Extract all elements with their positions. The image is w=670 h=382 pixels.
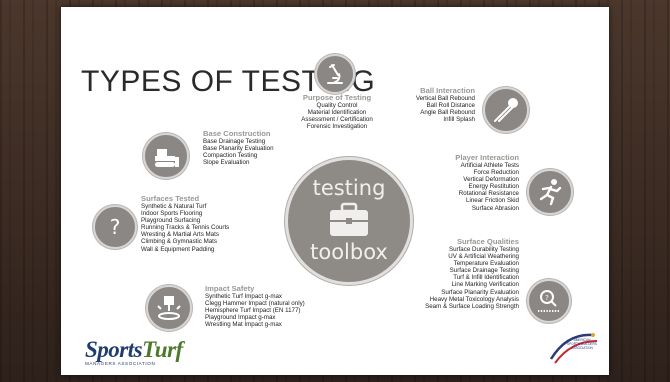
purpose-heading: Purpose of Testing xyxy=(302,93,372,102)
ball-item: Vertical Ball Rebound xyxy=(415,95,475,102)
impact-item: Hemisphere Turf Impact (EN 1177) xyxy=(205,307,301,315)
qualities-item: Heavy Metal Toxicology Analysis xyxy=(429,295,519,303)
toolbox-icon xyxy=(330,202,368,236)
baseball-bat-icon xyxy=(483,87,529,133)
logo-subtitle: MANAGERS ASSOCIATION xyxy=(85,361,156,366)
impact-item: Synthetic Turf Impact g-max xyxy=(205,293,283,300)
slide: TYPES OF TESTING ? ? xyxy=(61,7,609,375)
impact-item: Playground Impact g-max xyxy=(205,314,276,322)
logo-word-turf: Turf xyxy=(142,337,183,362)
surfaces-tested-section: Surfaces Tested Synthetic & Natural Turf… xyxy=(141,194,229,253)
player-item: Force Reduction xyxy=(473,169,519,177)
qualities-item: Turf & Infill Identification xyxy=(453,274,519,282)
player-item: Artificial Athlete Tests xyxy=(460,162,519,169)
surfaces-heading: Surfaces Tested xyxy=(141,194,200,203)
player-item: Vertical Deformation xyxy=(463,176,519,184)
base-construction-section: Base Construction Base Drainage Testing … xyxy=(203,129,274,166)
qualities-item: Surface Durability Testing xyxy=(448,246,519,253)
surfaces-item: Wall & Equipment Padding xyxy=(141,245,215,253)
runner-icon xyxy=(527,169,573,215)
player-item: Surface Abrasion xyxy=(471,204,519,212)
qualities-item: Seam & Surface Loading Strength xyxy=(425,302,519,310)
qualities-item: Surface Drainage Testing xyxy=(449,267,519,275)
ball-item: Angle Ball Rebound xyxy=(420,109,475,117)
ball-item: Ball Roll Distance xyxy=(426,102,476,110)
asba-logo: AMERICAN SPORTS BUILDERS ASSOCIATION xyxy=(547,329,603,371)
surfaces-item: Running Tracks & Tennis Courts xyxy=(141,224,230,232)
qualities-heading: Surface Qualities xyxy=(456,237,519,246)
purpose-of-testing-section: Purpose of Testing Quality Control Mater… xyxy=(291,93,383,130)
surface-qualities-section: Surface Qualities Surface Durability Tes… xyxy=(401,237,519,310)
question-mark-icon: ? xyxy=(93,205,137,249)
svg-text:?: ? xyxy=(545,294,549,302)
impact-hammer-icon xyxy=(146,285,192,331)
surfaces-item: Synthetic & Natural Turf xyxy=(141,203,207,210)
hub-top-word: testing xyxy=(312,176,386,200)
player-item: Rotational Resistance xyxy=(458,190,519,198)
base-heading: Base Construction xyxy=(203,129,271,138)
impact-item: Wrestling Mat Impact g-max xyxy=(205,321,282,329)
ball-item: Infill Splash xyxy=(443,116,475,124)
impact-safety-section: Impact Safety Synthetic Turf Impact g-ma… xyxy=(205,284,305,328)
qualities-item: Line Marking Verification xyxy=(451,281,519,289)
surfaces-item: Climbing & Gymnastic Mats xyxy=(141,238,217,246)
qualities-item: Surface Planarity Evaluation xyxy=(441,288,519,296)
qualities-item: UV & Artificial Weathering xyxy=(448,253,519,261)
impact-item: Clegg Hammer Impact (natural only) xyxy=(205,300,305,308)
qualities-item: Temperature Evaluation xyxy=(453,260,519,268)
bulldozer-icon xyxy=(143,133,189,179)
surfaces-item: Playground Surfacing xyxy=(141,217,201,225)
ball-heading: Ball Interaction xyxy=(420,86,475,95)
impact-heading: Impact Safety xyxy=(205,284,255,293)
testing-toolbox-hub: testing toolbox xyxy=(285,157,413,285)
surfaces-item: Indoor Sports Flooring xyxy=(141,210,203,218)
purpose-item: Material Identification xyxy=(307,109,367,117)
base-item: Base Planarity Evaluation xyxy=(203,145,274,153)
hub-bottom-word: toolbox xyxy=(310,240,388,264)
microscope-icon xyxy=(315,54,355,94)
purpose-item: Forensic Investigation xyxy=(306,123,368,131)
magnifier-icon: ? xyxy=(527,279,571,323)
player-item: Linear Friction Skid xyxy=(466,197,519,205)
base-item: Compaction Testing xyxy=(203,152,258,160)
base-item: Base Drainage Testing xyxy=(203,138,266,145)
purpose-item: Quality Control xyxy=(316,102,358,109)
player-heading: Player Interaction xyxy=(455,153,519,162)
ball-interaction-section: Ball Interaction Vertical Ball Rebound B… xyxy=(391,86,475,123)
base-item: Slope Evaluation xyxy=(203,159,250,167)
sportsturf-logo: SportsTurf MANAGERS ASSOCIATION xyxy=(85,337,183,366)
purpose-item: Assessment / Certification xyxy=(301,116,373,124)
player-interaction-section: Player Interaction Artificial Athlete Te… xyxy=(441,153,519,212)
logo-word-sports: Sports xyxy=(85,337,143,362)
surfaces-item: Wresting & Martial Arts Mats xyxy=(141,231,219,239)
player-item: Energy Restitution xyxy=(468,183,519,191)
asba-text: AMERICAN SPORTS BUILDERS ASSOCIATION xyxy=(567,338,597,350)
svg-text:?: ? xyxy=(110,215,121,239)
